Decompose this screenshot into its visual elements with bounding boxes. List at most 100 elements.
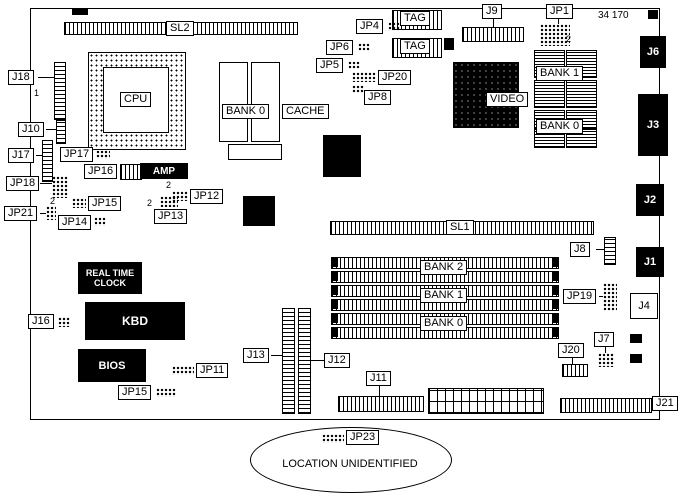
jp19-jumper-block (603, 283, 617, 311)
label-jp19: JP19 (563, 289, 597, 304)
label-jp23: JP23 (346, 430, 380, 445)
logic-chip (243, 196, 275, 226)
j1-connector: J1 (636, 247, 664, 277)
label-sl1: SL1 (446, 220, 474, 235)
leader-line (596, 249, 604, 250)
label-jp5: JP5 (316, 58, 343, 73)
label-jp8: JP8 (364, 90, 391, 105)
j4-connector: J4 (630, 293, 658, 319)
label-jp17: JP17 (60, 147, 94, 162)
leader-line (605, 347, 606, 353)
label-jp6: JP6 (326, 40, 353, 55)
leader-line (572, 358, 573, 364)
jp13-jumper-block (160, 196, 178, 207)
label-simm-bank0: BANK 0 (420, 316, 468, 331)
leader-line (310, 360, 324, 361)
label-j13: J13 (243, 348, 269, 363)
label-jp15-b: JP15 (118, 385, 152, 400)
leader-line (36, 155, 42, 156)
leader-line (558, 19, 559, 24)
jp8-jumper-block (352, 85, 364, 93)
j17-connector (42, 140, 53, 182)
label-video-bank0: BANK 0 (536, 119, 584, 134)
label-jp4: JP4 (356, 19, 383, 34)
label-j17: J17 (8, 148, 34, 163)
video-ram-chip (566, 80, 597, 108)
j3-connector: J3 (638, 94, 668, 156)
label-cache-bank0: BANK 0 (222, 104, 270, 119)
jp11-jumper-block (172, 366, 194, 375)
jp18-jumper-block (52, 176, 68, 198)
jp1-jumper-block (540, 24, 570, 46)
jp5-jumper-block (348, 61, 360, 69)
kbd-chip: KBD (85, 302, 185, 340)
cache-chip (219, 62, 248, 142)
leader-line (599, 296, 603, 297)
label-j16: J16 (28, 314, 54, 329)
jp15-b-jumper-block (156, 388, 176, 397)
jp23-jumper-block (322, 434, 344, 443)
leader-line (46, 129, 56, 130)
leader-line (493, 19, 494, 27)
label-j20: J20 (558, 343, 584, 358)
rtc-label-line2: CLOCK (94, 278, 126, 288)
label-simm-bank1: BANK 1 (420, 288, 468, 303)
video-ram-chip (534, 80, 565, 108)
label-jp16: JP16 (84, 164, 118, 179)
small-chip (630, 354, 642, 363)
label-video-bank1: BANK 1 (536, 66, 584, 81)
label-jp1: JP1 (546, 4, 573, 19)
j8-connector (604, 237, 616, 265)
leader-line (40, 213, 46, 214)
label-j10: J10 (18, 122, 44, 137)
label-j11: J11 (366, 371, 391, 386)
label-j21: J21 (652, 396, 678, 411)
label-jp13: JP13 (154, 209, 188, 224)
pin2-marker: 2 (166, 180, 172, 190)
jp14-jumper-block (94, 217, 106, 226)
label-j18: J18 (8, 70, 34, 85)
leader-line (271, 355, 282, 356)
j20-connector (562, 364, 588, 377)
label-tag-b: TAG (400, 39, 430, 54)
label-jp20: JP20 (378, 70, 412, 85)
rtc-label-line1: REAL TIME (85, 268, 135, 278)
j13-connector (282, 308, 295, 414)
balloon-caption: LOCATION UNIDENTIFIED (282, 458, 418, 470)
small-chip (630, 334, 642, 343)
small-chip (444, 38, 454, 50)
label-tag-a: TAG (400, 11, 430, 26)
pin2-marker: 2 (50, 196, 56, 206)
pin2-marker: 2 (147, 198, 153, 208)
label-jp18: JP18 (6, 176, 40, 191)
amp-chip: AMP (140, 163, 188, 179)
label-video: VIDEO (486, 92, 529, 107)
bios-chip: BIOS (78, 349, 146, 382)
jp20-jumper-block (352, 72, 376, 82)
label-j9: J9 (482, 4, 502, 19)
cache-chip (251, 62, 280, 142)
jp17-jumper-block (96, 150, 110, 159)
rtc-chip: REAL TIME CLOCK (78, 262, 142, 294)
label-j12: J12 (324, 353, 350, 368)
label-cpu: CPU (120, 92, 152, 107)
board-edge-tab (72, 9, 88, 15)
jp21-jumper-block (46, 206, 56, 220)
j16-connector (58, 317, 70, 327)
chipset-chip (323, 135, 361, 177)
corner-connector (648, 10, 658, 19)
pin2-marker: 2 (566, 34, 572, 44)
j10-connector (56, 120, 66, 144)
cache-chip (228, 144, 282, 160)
pin1-marker: 1 (34, 88, 40, 98)
j11-connector (338, 396, 424, 412)
label-jp11: JP11 (196, 363, 229, 378)
jp6-jumper-block (358, 43, 370, 51)
label-j8: J8 (570, 242, 590, 257)
label-sl2: SL2 (166, 21, 194, 36)
label-simm-bank2: BANK 2 (420, 260, 468, 275)
label-jp15: JP15 (88, 196, 122, 211)
jp16-header (120, 164, 142, 180)
terminal-block (428, 388, 544, 414)
